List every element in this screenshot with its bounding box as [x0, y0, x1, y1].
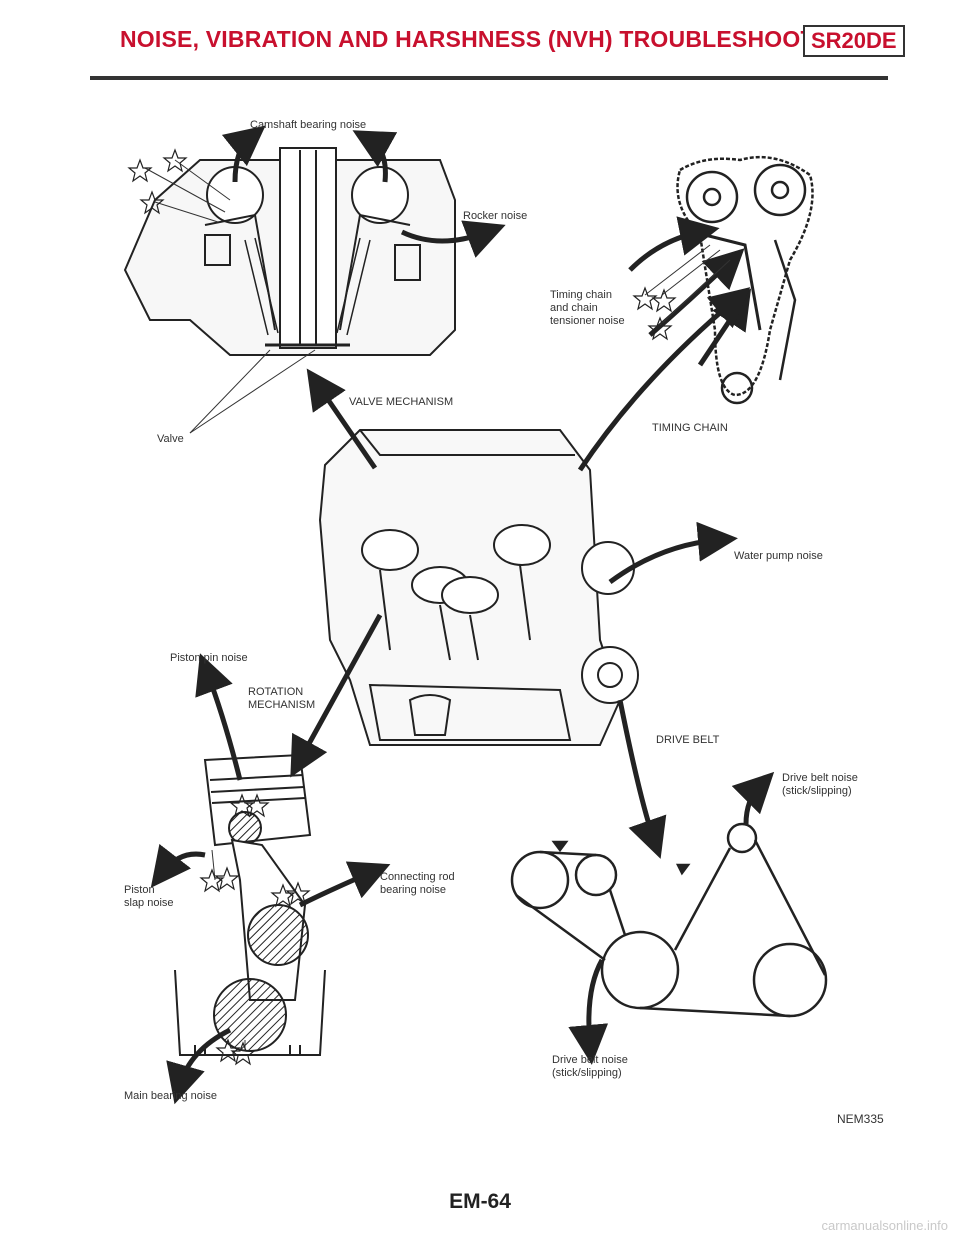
label-main-bearing-noise: Main bearing noise [124, 1090, 217, 1102]
label-timing-chain-noise: Timing chain and chain tensioner noise [550, 289, 625, 327]
label-valve: Valve [157, 433, 184, 445]
page-number: EM-64 [449, 1190, 511, 1213]
timing-chain-drawing [676, 155, 814, 405]
watermark: carmanualsonline.info [821, 1218, 948, 1233]
label-rocker-noise: Rocker noise [463, 210, 528, 222]
label-drive-belt: DRIVE BELT [656, 734, 720, 746]
label-piston-slap-noise: Piston slap noise [124, 884, 174, 909]
piston-conrod-drawing [174, 753, 326, 1056]
page-title: NOISE, VIBRATION AND HARSHNESS (NVH) TRO… [120, 26, 857, 52]
figure-code: NEM335 [837, 1112, 884, 1126]
engine-block-drawing [318, 429, 639, 746]
label-drive-belt-noise-upper: Drive belt noise (stick/slipping) [782, 772, 858, 797]
label-rotation-mechanism: ROTATION MECHANISM [248, 686, 316, 711]
header-divider [90, 76, 888, 80]
drive-belt-drawing [510, 822, 828, 1018]
label-valve-mechanism: VALVE MECHANISM [349, 396, 454, 408]
leader-lines [144, 159, 731, 1050]
star-symbols [127, 148, 677, 1066]
label-timing-chain: TIMING CHAIN [652, 422, 728, 434]
label-drive-belt-noise-lower: Drive belt noise (stick/slipping) [552, 1054, 628, 1079]
callout-arrows [150, 125, 775, 1105]
engine-code-badge: SR20DE [803, 25, 905, 57]
cylinder-head-drawing [123, 147, 456, 356]
label-connecting-rod-bearing-noise: Connecting rod bearing noise [380, 871, 455, 896]
label-piston-pin-noise: Piston pin noise [170, 652, 248, 664]
label-camshaft-bearing-noise: Camshaft bearing noise [250, 119, 367, 131]
label-water-pump-noise: Water pump noise [734, 550, 823, 562]
